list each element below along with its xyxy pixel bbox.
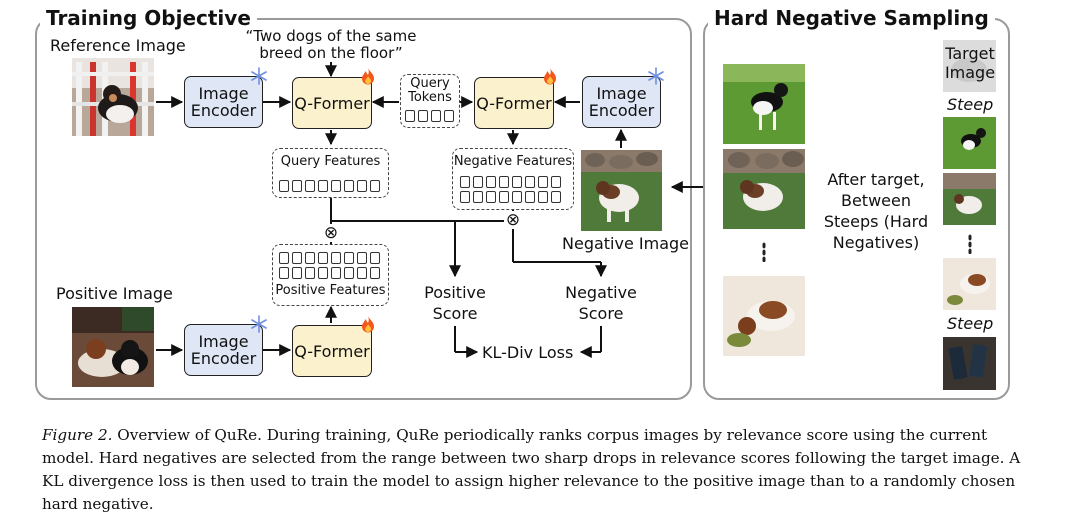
target-image-label: Target Image [944,44,996,82]
positive-image [72,307,154,387]
negative-features-box: Negative Features [452,148,574,210]
fire-icon [362,316,374,333]
candidate-image-3 [723,276,805,356]
positive-image-label: Positive Image [56,284,173,303]
negative-image [581,150,662,231]
snowflake-icon [251,315,267,333]
steep-label-top: Steep [947,95,994,114]
candidate-image-1 [723,64,805,144]
target-image-thumb [943,40,996,92]
candidate-image-2 [723,149,805,229]
qformer-top: Q-Former [292,77,372,129]
image-encoder-top: Image Encoder [184,76,263,128]
figure-caption-label: Figure 2. [42,426,113,444]
snowflake-icon [251,67,267,85]
negative-feature-cells [460,176,561,203]
query-tokens-label: Query Tokens [408,76,452,105]
positive-feature-cells [279,252,380,279]
snowflake-icon [648,67,664,85]
query-features-box: Query Features [272,148,389,198]
hard-negatives-description: After target, Between Steeps (Hard Negat… [823,170,929,252]
ranked-image-4 [943,337,996,390]
figure-caption-text: Overview of QuRe. During training, QuRe … [42,426,1021,513]
multiply-positive: ⊗ [322,223,340,243]
negative-image-label: Negative Image [562,234,689,253]
positive-score-label: Positive Score [424,283,486,323]
query-feature-cells [279,180,380,192]
positive-features-box: Positive Features [272,244,389,306]
image-encoder-negative: Image Encoder [582,76,661,128]
query-features-label: Query Features [280,154,381,169]
reference-image [72,58,154,136]
negative-features-label: Negative Features [453,154,573,169]
ranked-image-1 [943,117,996,169]
text-query: “Two dogs of the same breed on the floor… [245,27,417,62]
fire-icon [362,68,374,85]
qformer-positive: Q-Former [292,325,372,377]
ranked-ellipsis [968,234,972,254]
reference-image-label: Reference Image [50,36,186,55]
ranked-image-2 [943,173,996,225]
steep-label-bottom: Steep [947,314,994,333]
qformer-negative: Q-Former [474,77,554,129]
query-tokens-box: Query Tokens [400,74,460,128]
ranked-image-3 [943,258,996,310]
multiply-negative: ⊗ [504,210,522,230]
image-encoder-positive: Image Encoder [184,324,263,376]
hard-negative-sampling-title: Hard Negative Sampling [708,6,995,30]
training-objective-title: Training Objective [40,6,257,30]
query-token-cells [405,110,454,122]
positive-features-label: Positive Features [275,283,386,298]
candidate-ellipsis [762,242,766,262]
fire-icon [544,68,556,85]
figure-caption: Figure 2. Overview of QuRe. During train… [42,424,1042,516]
negative-score-label: Negative Score [565,283,637,323]
kl-div-loss-label: KL-Div Loss [482,343,574,362]
